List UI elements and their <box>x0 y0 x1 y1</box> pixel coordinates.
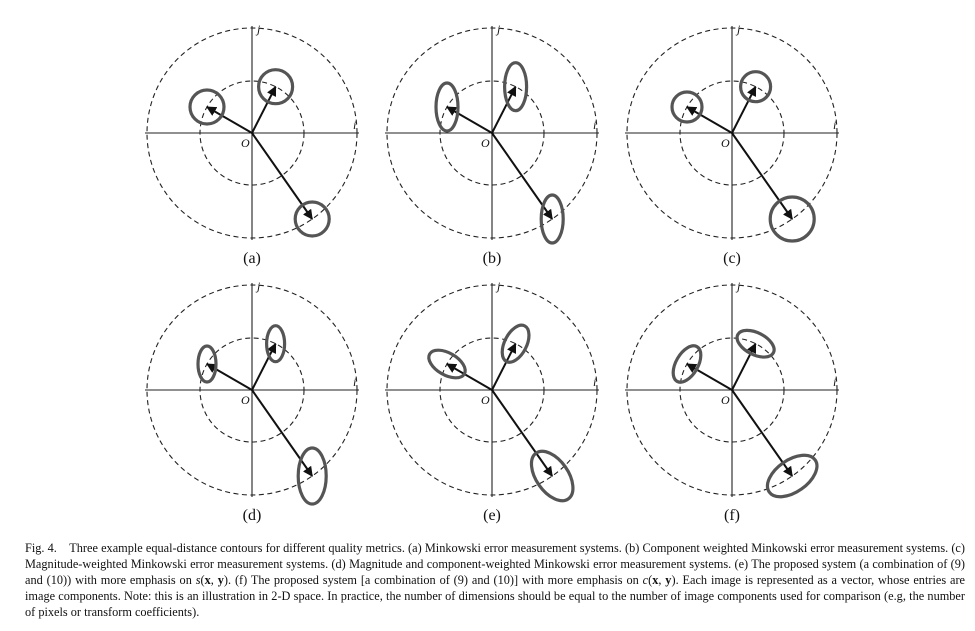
vector-1 <box>686 363 733 391</box>
panel-f: i jO (f) <box>625 279 839 524</box>
panel-a: i jO (a) <box>145 22 359 267</box>
caption-var-x-2: x <box>652 572 659 587</box>
vector-2 <box>731 342 757 391</box>
vector-3 <box>491 389 554 477</box>
panel-label: (f) <box>724 507 740 524</box>
origin-label: O <box>721 136 730 150</box>
axis-i-label: i <box>353 118 356 132</box>
origin-label: O <box>481 136 490 150</box>
caption-var-x-1: x <box>204 572 211 587</box>
contour-3 <box>539 193 565 245</box>
contour-2 <box>265 324 287 364</box>
contour-3 <box>768 195 816 243</box>
vector-1 <box>446 106 493 134</box>
contour-1 <box>671 344 703 384</box>
axis-i-label: i <box>593 118 596 132</box>
contour-2 <box>500 323 531 364</box>
panel-d: i jO (d) <box>145 279 359 524</box>
contour-3 <box>296 446 328 506</box>
contour-1 <box>427 348 467 380</box>
axis-j-label: j <box>495 22 501 36</box>
contour-2 <box>502 61 529 113</box>
axis-i-label: i <box>833 118 836 132</box>
contour-2 <box>735 328 776 359</box>
panel-b: i jO (b) <box>385 22 599 267</box>
contour-2 <box>257 68 295 106</box>
vector-2 <box>491 342 517 391</box>
figure-caption: Fig. 4. Three example equal-distance con… <box>25 541 965 619</box>
contour-3 <box>529 449 575 503</box>
contour-1 <box>196 344 218 384</box>
axis-i-label: i <box>353 375 356 389</box>
vector-3 <box>731 132 794 220</box>
origin-label: O <box>241 393 250 407</box>
axis-j-label: j <box>495 279 501 293</box>
caption-var-y-1: y <box>217 572 224 587</box>
axis-i-label: i <box>833 375 836 389</box>
vector-2 <box>251 342 277 391</box>
axis-j-label: j <box>255 22 261 36</box>
panel-e: i jO (e) <box>385 279 599 524</box>
caption-c-func: c <box>642 572 649 587</box>
panel-label: (e) <box>483 507 501 524</box>
axis-i-label: i <box>593 375 596 389</box>
contour-1 <box>670 90 704 124</box>
caption-var-y-2: y <box>665 572 672 587</box>
origin-label: O <box>481 393 490 407</box>
caption-prefix: Fig. 4. <box>25 541 57 555</box>
contour-2 <box>738 70 773 104</box>
caption-s-func: s <box>195 572 201 587</box>
caption-text-1: Three example equal-distance contours fo… <box>25 541 965 587</box>
panel-label: (a) <box>243 250 261 267</box>
contour-3 <box>765 453 819 499</box>
contour-1 <box>434 81 460 133</box>
vector-1 <box>206 106 253 134</box>
figure: ijO(a)ijO(b)ijO(c)ijO(d)ijO(e)ijO(f) <box>145 22 839 524</box>
panel-label: (b) <box>483 250 502 267</box>
origin-label: O <box>721 393 730 407</box>
contour-1 <box>188 88 226 126</box>
axis-j-label: j <box>735 22 741 36</box>
panel-c: i jO (c) <box>625 22 839 267</box>
origin-label: O <box>241 136 250 150</box>
vector-1 <box>686 106 733 134</box>
axis-j-label: j <box>735 279 741 293</box>
vector-2 <box>251 85 277 134</box>
axis-j-label: j <box>255 279 261 293</box>
caption-text-2: . (f) The proposed system [a combination… <box>228 572 643 587</box>
vector-1 <box>446 363 493 391</box>
caption-text-3: . Each image is represented as a vector,… <box>25 572 965 619</box>
panel-label: (c) <box>723 250 741 267</box>
contour-3 <box>293 200 331 238</box>
vector-2 <box>491 85 517 134</box>
vector-3 <box>251 389 314 477</box>
vector-2 <box>731 85 757 134</box>
panel-label: (d) <box>243 507 262 524</box>
